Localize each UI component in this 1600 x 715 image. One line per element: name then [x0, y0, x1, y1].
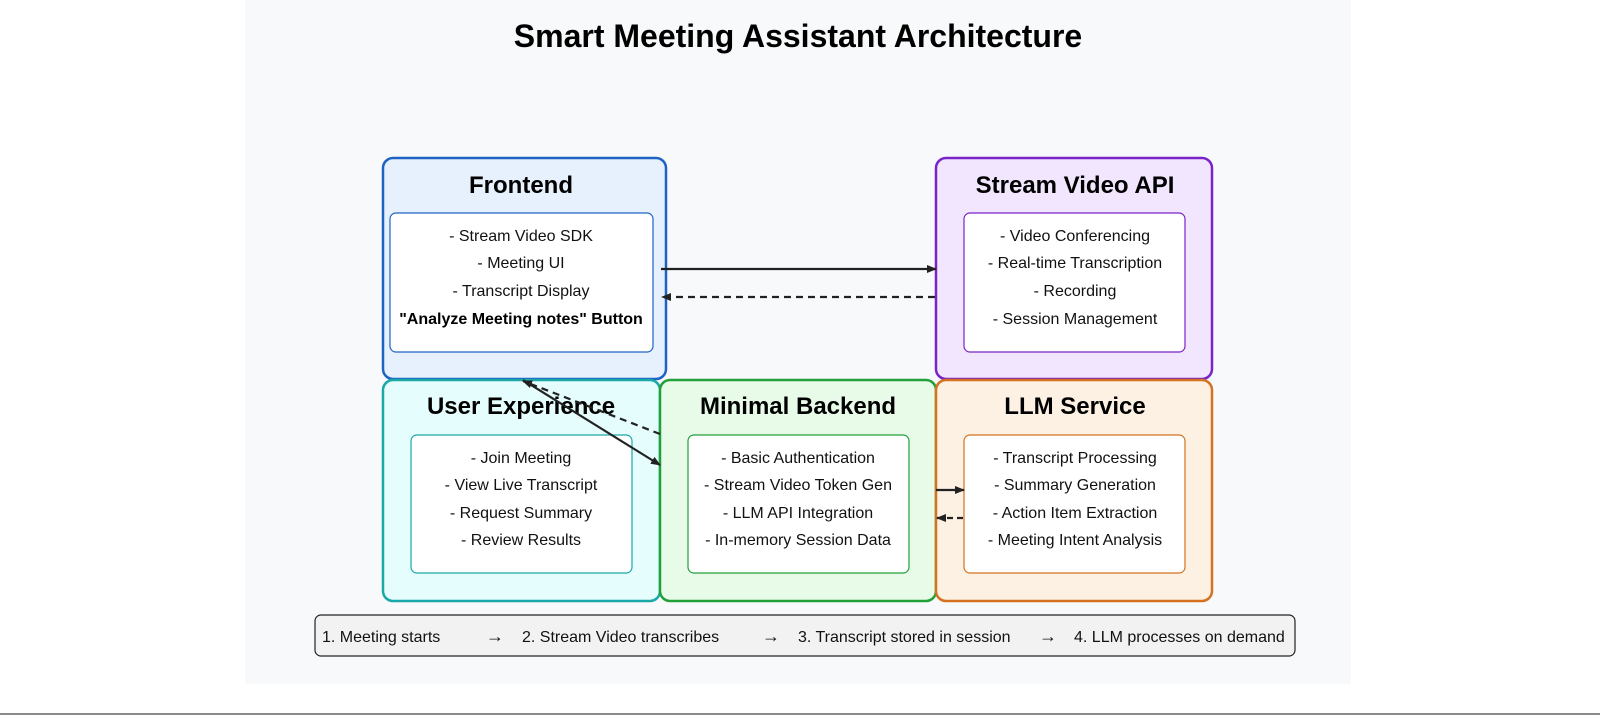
llm-item: - Action Item Extraction [993, 505, 1158, 522]
frontend-item: - Transcript Display [453, 283, 590, 300]
ux-item: - Join Meeting [471, 450, 572, 467]
stream-item: - Recording [1034, 283, 1117, 300]
llm-inner-panel [963, 434, 1186, 574]
stream-item: - Real-time Transcription [988, 255, 1162, 272]
backend-item: - Stream Video Token Gen [704, 477, 892, 494]
ux-item: - View Live Transcript [445, 477, 598, 494]
stream-video-api-box: Stream Video API - Video Conferencing - … [934, 156, 1214, 381]
frontend-title: Frontend [469, 172, 573, 199]
flow-step: 1. Meeting starts [322, 629, 440, 646]
llm-service-box: LLM Service - Transcript Processing - Su… [934, 378, 1214, 603]
diagram-title: Smart Meeting Assistant Architecture [514, 18, 1082, 54]
frontend-inner-panel [389, 212, 654, 353]
process-flow-strip: 1. Meeting starts → 2. Stream Video tran… [314, 614, 1296, 657]
llm-title: LLM Service [1004, 393, 1145, 420]
flow-step: 4. LLM processes on demand [1074, 629, 1285, 646]
flow-arrow-icon: → [1039, 626, 1057, 646]
frontend-box: Frontend - Stream Video SDK - Meeting UI… [381, 156, 668, 381]
analyze-meeting-notes-button-label: "Analyze Meeting notes" Button [399, 311, 643, 328]
flow-step: 3. Transcript stored in session [798, 629, 1011, 646]
llm-item: - Meeting Intent Analysis [988, 532, 1162, 549]
backend-inner-panel [687, 434, 910, 574]
backend-item: - In-memory Session Data [705, 532, 891, 549]
backend-item: - LLM API Integration [723, 505, 873, 522]
minimal-backend-box: Minimal Backend - Basic Authentication -… [658, 378, 938, 603]
backend-title: Minimal Backend [700, 393, 896, 420]
frontend-to-backend-arrow [522, 379, 661, 466]
flow-arrow-icon: → [762, 626, 780, 646]
flow-strip-border [314, 614, 1296, 657]
stream-item: - Video Conferencing [1000, 228, 1150, 245]
bottom-divider [0, 713, 1600, 715]
frontend-item: - Stream Video SDK [449, 228, 593, 245]
llm-item: - Summary Generation [994, 477, 1156, 494]
ux-title: User Experience [427, 393, 615, 420]
llm-item: - Transcript Processing [993, 450, 1157, 467]
ux-item: - Request Summary [450, 505, 592, 522]
flow-step: 2. Stream Video transcribes [522, 629, 719, 646]
stream-item: - Session Management [993, 311, 1158, 328]
ux-inner-panel [410, 434, 633, 574]
ux-item: - Review Results [461, 532, 581, 549]
stream-inner-panel [963, 212, 1186, 353]
user-experience-box: User Experience - Join Meeting - View Li… [381, 378, 662, 603]
frontend-item: - Meeting UI [477, 255, 564, 272]
stream-title: Stream Video API [976, 172, 1175, 199]
flow-arrow-icon: → [486, 626, 504, 646]
backend-item: - Basic Authentication [721, 450, 875, 467]
backend-to-frontend-arrow [522, 379, 661, 436]
